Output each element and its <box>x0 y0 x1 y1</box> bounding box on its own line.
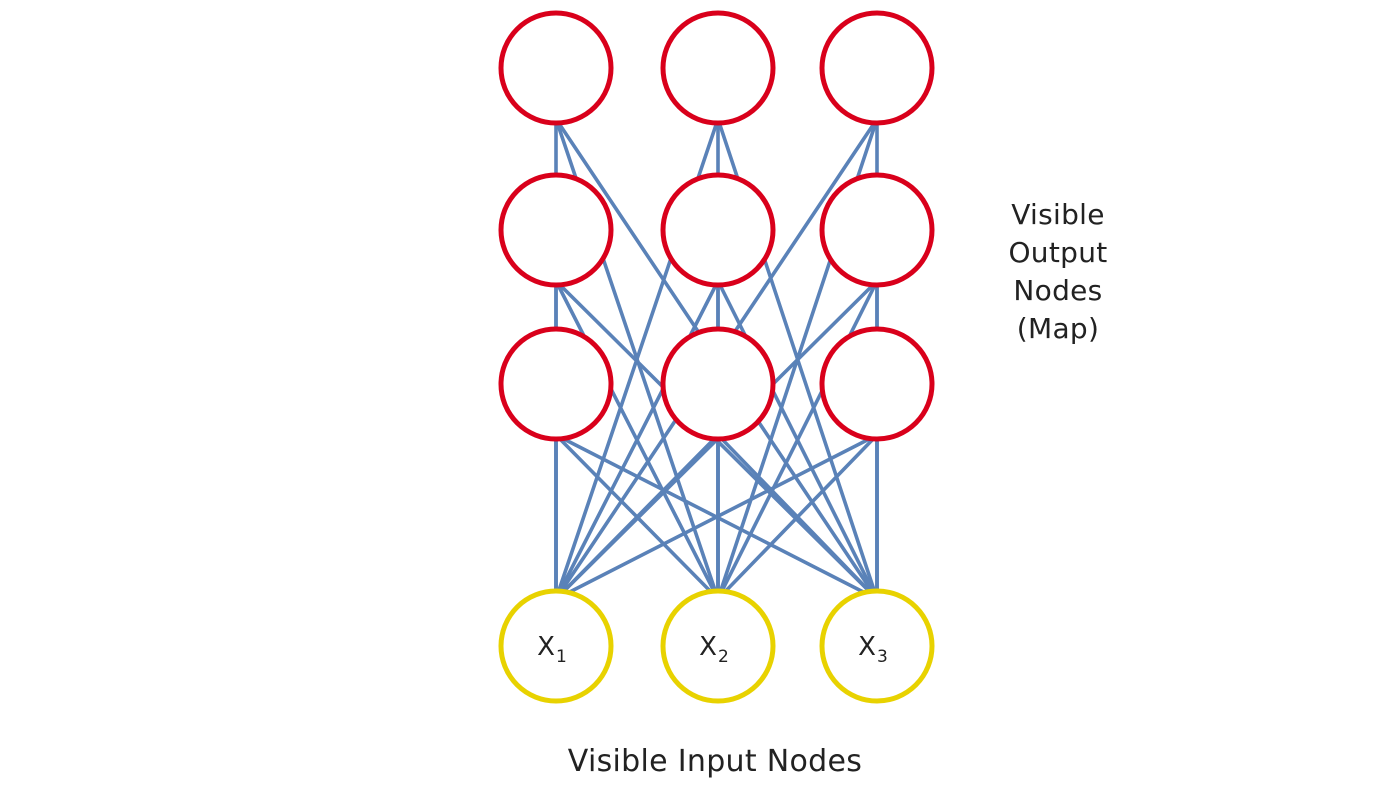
input-node-x3 <box>819 588 935 704</box>
output-node-r3c2 <box>660 326 776 442</box>
input-node-label-x3: X3 <box>858 632 888 667</box>
output-label-line-3: Nodes <box>1013 274 1103 307</box>
output-node-r1c1 <box>498 10 614 126</box>
output-label-line-1: Visible <box>1011 198 1105 231</box>
output-node-r1c2 <box>660 10 776 126</box>
output-node-r2c2 <box>660 172 776 288</box>
output-node-r3c1 <box>498 326 614 442</box>
output-label-line-4: (Map) <box>1016 312 1100 345</box>
output-node-r2c1 <box>498 172 614 288</box>
visible-output-nodes-label: Visible Output Nodes (Map) <box>968 196 1148 348</box>
input-node-row: X1 X2 X3 <box>498 588 935 704</box>
edge-x2-to-r3c1 <box>554 433 720 601</box>
input-node-x2 <box>660 588 776 704</box>
output-node-r2c3 <box>819 172 935 288</box>
output-node-grid <box>498 10 935 442</box>
output-node-r1c3 <box>819 10 935 126</box>
input-node-label-x2: X2 <box>699 632 729 667</box>
visible-input-nodes-label: Visible Input Nodes <box>567 744 863 779</box>
edge-x3-to-r3c2 <box>716 433 879 601</box>
input-node-x1 <box>498 588 614 704</box>
input-node-label-x1: X1 <box>537 632 567 667</box>
output-label-line-2: Output <box>1008 236 1108 269</box>
output-node-r3c3 <box>819 326 935 442</box>
edge-x3-to-r3c1 <box>554 433 879 601</box>
